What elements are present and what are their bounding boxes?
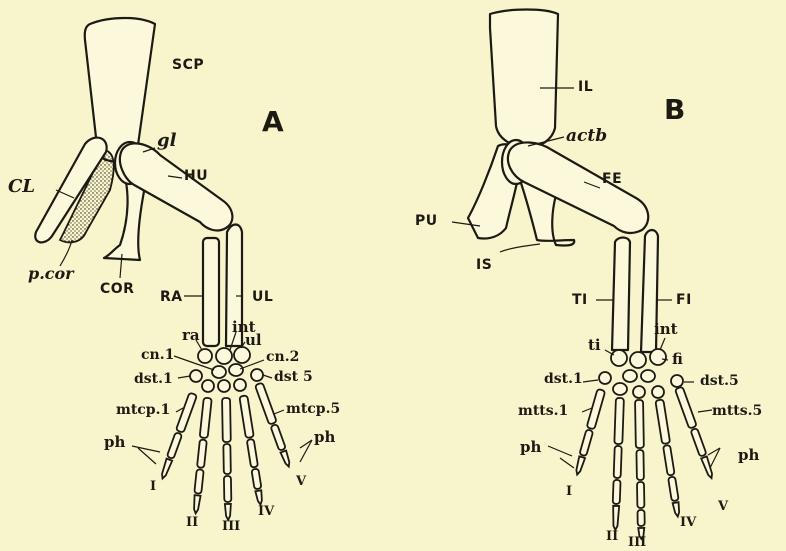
label-mtcp1: mtcp.1 — [116, 403, 170, 417]
label-dst5-b: dst.5 — [700, 374, 739, 388]
label-cor: COR — [100, 282, 134, 296]
label-toe-4: IV — [680, 516, 696, 529]
digit-5-bones — [255, 383, 293, 468]
toe-5-bones — [675, 387, 715, 480]
digit-2-bones — [192, 398, 212, 514]
panel-a-forelimb — [35, 18, 312, 520]
label-cn1: cn.1 — [141, 348, 174, 362]
panel-b-letter: B — [664, 96, 685, 124]
label-ph-right-b: ph — [738, 448, 759, 463]
label-mtcp5: mtcp.5 — [286, 402, 340, 416]
label-digit-2: II — [186, 516, 198, 529]
toe-3-bones — [635, 400, 645, 539]
label-digit-3: III — [222, 520, 240, 533]
tibia-bone — [612, 238, 630, 351]
label-ul-bone: UL — [252, 290, 273, 304]
label-ti: ti — [588, 338, 601, 353]
toe-2-bones — [611, 398, 624, 530]
label-scp: SCP — [172, 58, 204, 72]
label-dst5: dst 5 — [274, 370, 313, 384]
digit-3-bones — [222, 398, 232, 520]
label-toe-3: III — [628, 536, 646, 549]
label-toe-1: I — [566, 485, 572, 498]
label-ti-bone: TI — [572, 293, 588, 307]
label-digit-1: I — [150, 480, 156, 493]
label-mtts5: mtts.5 — [712, 404, 762, 418]
label-toe-2: II — [606, 530, 618, 543]
label-cn2: cn.2 — [266, 350, 299, 364]
ilium-bone — [490, 10, 558, 149]
panel-a-letter: A — [262, 108, 284, 136]
label-dst1-b: dst.1 — [544, 372, 583, 386]
label-mtts1: mtts.1 — [518, 404, 568, 418]
label-ph-left-b: ph — [520, 440, 541, 455]
label-int-b: int — [654, 322, 678, 337]
carpal-bones — [190, 347, 263, 392]
label-hu: HU — [184, 169, 208, 183]
label-fi-bone: FI — [676, 293, 692, 307]
label-digit-5: V — [296, 475, 306, 488]
label-ra: ra — [182, 328, 200, 343]
label-dst1: dst.1 — [134, 372, 173, 386]
toe-1-bones — [573, 389, 605, 476]
label-p-cor: p.cor — [28, 266, 74, 282]
label-ra-bone: RA — [160, 290, 183, 304]
label-ph-left: ph — [104, 435, 125, 450]
toe-4-bones — [655, 399, 681, 517]
label-ph-right: ph — [314, 430, 335, 445]
label-il: IL — [578, 80, 593, 94]
radius-bone — [203, 238, 219, 346]
label-digit-4: IV — [258, 505, 274, 518]
label-gl: gl — [157, 132, 176, 150]
label-ul: ul — [245, 333, 262, 348]
label-is: IS — [476, 258, 492, 272]
label-toe-5: V — [718, 500, 728, 513]
tarsal-bones — [599, 349, 683, 398]
label-cl: CL — [8, 178, 35, 196]
label-pu: PU — [415, 214, 438, 228]
label-fi: fi — [672, 352, 683, 367]
digit-4-bones — [239, 395, 264, 505]
label-fe: FE — [602, 172, 622, 186]
label-actb: actb — [566, 128, 607, 145]
